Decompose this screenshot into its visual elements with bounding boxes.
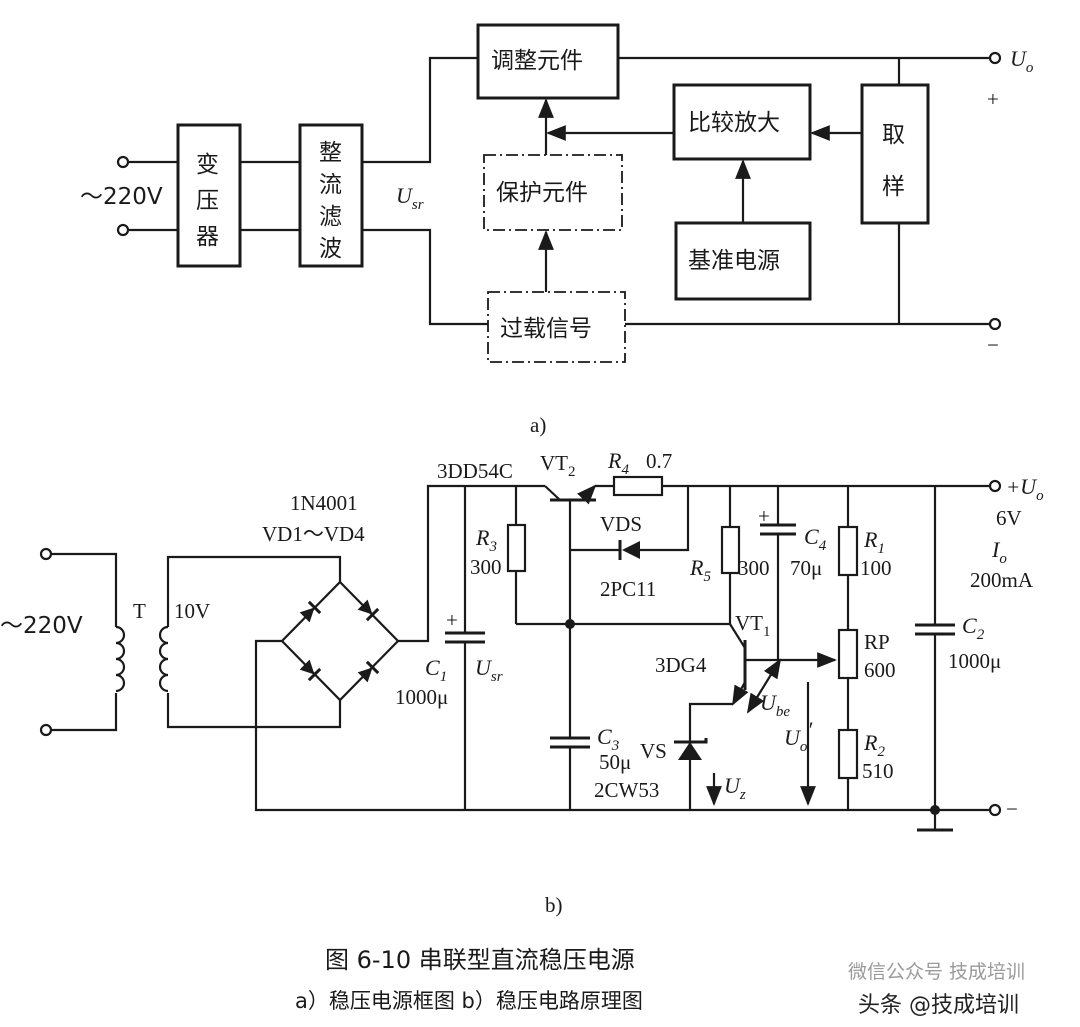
bridge-names-label: VD1～VD4 — [262, 522, 365, 546]
c3-label: C3 — [597, 724, 619, 754]
schematic-input-label: ～220V — [0, 613, 83, 639]
c1-label: C1 — [425, 655, 447, 685]
vds-label: VDS — [600, 512, 642, 536]
r2-resistor — [837, 728, 859, 780]
vt2-transistor — [544, 484, 597, 627]
schematic-output-positive — [988, 479, 1002, 493]
vt1-transistor — [729, 623, 837, 706]
r1-value: 100 — [860, 556, 892, 580]
r1-resistor — [837, 525, 859, 577]
r4-label: R4 — [607, 448, 629, 478]
overload-signal-block — [487, 291, 626, 363]
output-terminal-positive — [988, 51, 1002, 65]
schematic-input-bottom — [39, 723, 53, 737]
io-label: Io — [991, 537, 1007, 567]
transformer-label: T — [133, 599, 146, 623]
watermark-main: 头条 @技成培训 — [858, 993, 1019, 1018]
r4-resistor — [612, 475, 664, 497]
rp-potentiometer — [837, 628, 859, 680]
diagram-a-label: a) — [530, 413, 546, 437]
bridge-rectifier — [280, 580, 400, 702]
schematic-input-top — [39, 547, 53, 561]
vds-part: 2PC11 — [600, 577, 656, 601]
c2-value: 1000μ — [948, 649, 1001, 673]
vt2-label: VT2 — [540, 451, 576, 480]
vt2-part-label: 3DD54C — [437, 459, 513, 483]
vs-label: VS — [640, 739, 667, 763]
r1-label: R1 — [863, 527, 885, 557]
r3-label: R3 — [475, 525, 497, 555]
r3-resistor — [506, 523, 527, 573]
adjust-element-block — [476, 23, 620, 100]
uo-prime-label: Uo′ — [784, 717, 813, 755]
output-voltage-value: 6V — [996, 506, 1022, 530]
vs-zener-diode — [678, 742, 702, 760]
schematic-minus: − — [1006, 797, 1018, 821]
diagram-b-label: b) — [545, 893, 563, 917]
vds-diode — [622, 541, 640, 559]
c4-value: 70μ — [790, 556, 822, 580]
secondary-coil — [158, 625, 169, 693]
c4-plus: + — [758, 504, 770, 528]
r3-value: 300 — [470, 555, 502, 579]
rectifier-filter-block — [298, 123, 364, 268]
minus-sign: − — [987, 333, 999, 357]
adjust-element-label: 调整元件 — [491, 48, 583, 74]
vt1-part: 3DG4 — [655, 653, 707, 677]
block-diagram: ～220V 变压器 整流滤波 Usr 调整元件 Uo + 保护元件 过载信 — [80, 23, 1034, 437]
output-terminal-negative — [988, 317, 1002, 331]
c1-plus: + — [446, 608, 458, 632]
rp-label: RP — [864, 630, 890, 654]
plus-sign: + — [987, 87, 999, 111]
io-value: 200mA — [970, 568, 1034, 592]
c3-value: 50μ — [599, 750, 631, 774]
r4-value: 0.7 — [646, 449, 672, 473]
r5-label: R5 — [689, 555, 711, 585]
r2-value: 510 — [862, 759, 894, 783]
transformer-block-label: 变压器 — [196, 152, 219, 250]
c4-label: C4 — [804, 524, 827, 554]
c2-label: C2 — [962, 613, 985, 643]
r5-resistor — [720, 525, 741, 575]
rp-value: 600 — [864, 658, 896, 682]
protect-element-label: 保护元件 — [496, 180, 588, 206]
input-terminal-bottom — [116, 223, 130, 237]
schematic-output-negative — [988, 803, 1002, 817]
input-terminal-top — [116, 155, 130, 169]
schematic-diagram: ～220V T 10V 1N4001 VD1～VD4 + C1 — [0, 448, 1044, 917]
bridge-part-label: 1N4001 — [290, 491, 358, 515]
schematic-uo-label: +Uo — [1006, 474, 1044, 504]
input-voltage-label: ～220V — [80, 184, 163, 210]
usr-label: Usr — [396, 183, 424, 213]
sample-block — [860, 83, 930, 225]
c1-value: 1000μ — [395, 685, 448, 709]
reference-source-label: 基准电源 — [688, 248, 780, 274]
overload-signal-label: 过载信号 — [500, 316, 592, 342]
figure-title: 图 6-10 串联型直流稳压电源 — [325, 946, 635, 974]
uz-label: Uz — [724, 773, 746, 803]
transformer-block — [176, 123, 242, 268]
sample-block-label: 取样 — [882, 122, 905, 200]
protect-element-block — [483, 154, 623, 231]
r5-value: 300 — [738, 556, 770, 580]
primary-coil — [115, 625, 126, 693]
schematic-usr-label: Usr — [475, 655, 503, 685]
watermark-faint: 微信公众号 技成培训 — [848, 961, 1025, 983]
rectifier-filter-block-label: 整流滤波 — [319, 140, 342, 262]
compare-amplifier-label: 比较放大 — [688, 110, 780, 136]
secondary-voltage-label: 10V — [174, 599, 210, 623]
watermark: 微信公众号 技成培训 头条 @技成培训 — [848, 961, 1025, 1018]
figure-subtitle: a）稳压电源框图 b）稳压电路原理图 — [295, 989, 643, 1013]
vt1-label: VT1 — [735, 611, 771, 640]
compare-amplifier-block — [672, 83, 812, 161]
ube-label: Ube — [760, 690, 790, 720]
r2-label: R2 — [863, 730, 885, 760]
uo-label: Uo — [1010, 46, 1034, 76]
vs-part: 2CW53 — [594, 778, 659, 802]
